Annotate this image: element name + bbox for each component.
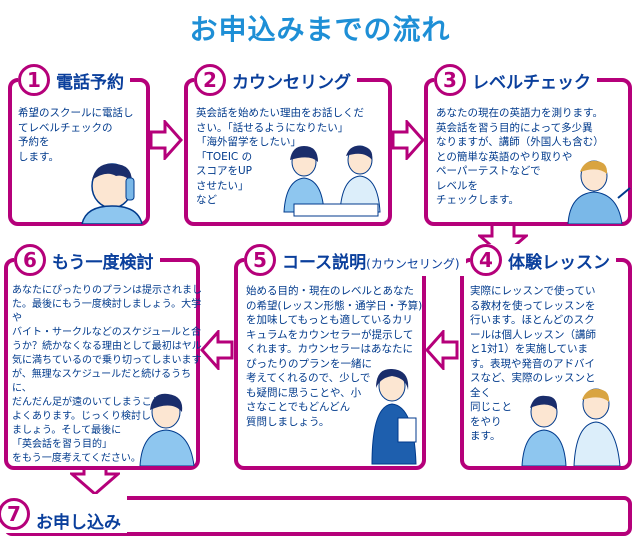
step-1-box: 1 電話予約 希望のスクールに電話し てレベルチェックの 予約を します。	[8, 64, 150, 226]
step-1-number: 1	[18, 64, 50, 96]
arrow-left-icon	[200, 330, 234, 370]
teacher-illustration-icon	[567, 160, 631, 224]
step-1-title: 電話予約	[56, 72, 124, 93]
step-4-number: 4	[470, 244, 502, 276]
step-4-header: 4 体験レッスン	[470, 244, 616, 276]
step-6-number: 6	[14, 244, 46, 276]
step-1-body: 希望のスクールに電話し てレベルチェックの 予約を します。	[18, 107, 134, 163]
step-1-header: 1 電話予約	[18, 64, 130, 96]
page-title: お申込みまでの流れ	[189, 13, 451, 46]
step-4-title: 体験レッスン	[508, 252, 610, 273]
step-5-title-main: コース説明	[282, 252, 367, 273]
step-6-title: もう一度検討	[52, 252, 154, 273]
counseling-illustration-icon	[283, 145, 381, 217]
step-6-body: あなたにぴったりのプランは提示されまし た。最後にもう一度検討しましょう。大学や…	[12, 285, 202, 464]
step-7-header: 7 お申し込み	[0, 494, 127, 533]
step-3-header: 3 レベルチェック	[434, 64, 597, 96]
step-6-header: 6 もう一度検討	[14, 244, 160, 276]
arrow-left-icon	[425, 330, 459, 370]
arrow-right-icon	[391, 120, 425, 160]
step-7-title: お申し込み	[36, 513, 121, 533]
step-5-number: 5	[244, 244, 276, 276]
step-6-box: 6 もう一度検討 あなたにぴったりのプランは提示されまし た。最後にもう一度検討…	[4, 244, 202, 470]
step-3-body: あなたの現在の英語力を測ります。 英会話を習う目的によって多少異 なりますが、講…	[436, 107, 604, 206]
step-4-box: 4 体験レッスン 実際にレッスンで使ってい る教材を使ってレッスンを 行います。…	[460, 244, 632, 470]
step-4-body: 実際にレッスンで使ってい る教材を使ってレッスンを 行います。ほとんどのスク ー…	[470, 285, 596, 442]
step-3-title: レベルチェック	[472, 72, 591, 93]
step-3-number: 3	[434, 64, 466, 96]
step-7-number: 7	[0, 497, 30, 530]
step-5-box: 5 コース説明(カウンセリング) 始める目的・現在のレベルとあなた の希望(レッ…	[234, 244, 466, 470]
step-3-box: 3 レベルチェック あなたの現在の英語力を測ります。 英会話を習う目的によって多…	[424, 64, 632, 226]
thinking-person-illustration-icon	[139, 393, 195, 466]
step-5-title-sub: (カウンセリング)	[366, 256, 460, 271]
arrow-right-icon	[149, 120, 183, 160]
counselor-illustration-icon	[371, 368, 417, 465]
step-7-box: 7 お申し込み	[0, 494, 632, 536]
step-2-box: 2 カウンセリング 英会話を始めたい理由をお話しくだ さい。「話せるようになりた…	[184, 64, 392, 226]
step-2-body: 英会話を始めたい理由をお話しくだ さい。「話せるようになりたい」 「海外留学をし…	[196, 107, 364, 206]
step-5-header: 5 コース説明(カウンセリング)	[244, 244, 466, 276]
step-2-number: 2	[194, 64, 226, 96]
step-2-header: 2 カウンセリング	[194, 64, 357, 96]
step-5-body: 始める目的・現在のレベルとあなた の希望(レッスン形態・通学日・予算) を加味し…	[246, 285, 423, 428]
step-5-title: コース説明(カウンセリング)	[282, 248, 460, 273]
step-2-title: カウンセリング	[232, 72, 351, 93]
phone-caller-illustration-icon	[81, 163, 143, 224]
lesson-illustration-icon	[521, 388, 621, 466]
